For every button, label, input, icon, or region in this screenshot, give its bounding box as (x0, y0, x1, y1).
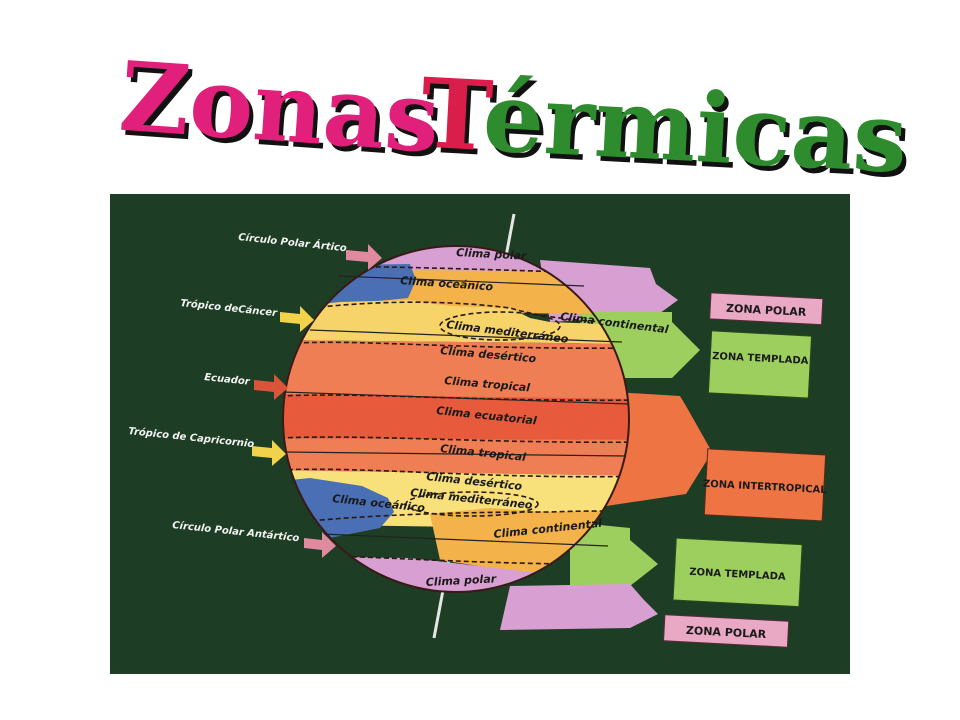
zone-box-polar-north: ZONA POLAR (709, 292, 824, 326)
line-tropic-cancer (309, 329, 623, 343)
band-equatorial (283, 394, 629, 440)
zone-box-intertropical: ZONA INTERTROPICAL (703, 448, 828, 522)
title-word1: Zonas (116, 40, 443, 175)
arrow-tropic-capricorn (252, 440, 286, 466)
page-title: Zonas Térmicas Zonas Térmicas (116, 40, 914, 178)
zone-boxes: ZONA POLAR ZONA TEMPLADA ZONA INTERTROPI… (663, 292, 828, 648)
zone-label: ZONA POLAR (726, 302, 807, 319)
title-word1-shadow: Zonas (120, 45, 447, 178)
border-south-tropical (283, 468, 629, 478)
title-rest-shadow: érmicas (484, 65, 914, 178)
border-north-desert (283, 341, 629, 350)
arrow-polar-south (500, 584, 658, 630)
line-antarctic-circle (321, 533, 609, 547)
band-tropical-north (283, 340, 629, 404)
border-south-temperate (283, 509, 629, 525)
climate-zones-diagram: Clima polar Clima oceánico Clima contine… (110, 194, 850, 674)
latitude-lines (282, 275, 630, 547)
border-equatorial-south (283, 436, 629, 444)
arrow-equator (254, 374, 288, 400)
zone-box-temperate-north: ZONA TEMPLADA (707, 330, 813, 399)
border-mediterranean-south (405, 491, 539, 517)
zone-box-polar-south: ZONA POLAR (663, 614, 790, 648)
title-word2: Térmicas (418, 57, 910, 178)
line-equator (282, 391, 630, 405)
arrow-temperate-south (570, 522, 658, 592)
climate-label: Clima polar (456, 246, 528, 263)
arrow-tropic-cancer (280, 306, 314, 332)
line-arctic-circle (337, 275, 585, 287)
border-equatorial-north (283, 394, 629, 402)
globe-outline (282, 245, 630, 593)
zone-label: ZONA TEMPLADA (712, 351, 809, 367)
zone-label: ZONA POLAR (686, 624, 767, 641)
title-rest: érmicas (480, 60, 910, 178)
title-shadow: Zonas Térmicas (120, 45, 914, 178)
region-mediterranean-north (283, 300, 629, 344)
zone-label: ZONA TEMPLADA (689, 567, 786, 583)
arrow-arctic-circle (346, 244, 382, 270)
zone-label: ZONA TEMPLADA (712, 351, 809, 367)
arrow-antarctic-circle (304, 532, 336, 558)
zone-box-temperate-south: ZONA TEMPLADA (672, 537, 803, 608)
border-mediterranean-north (439, 311, 561, 341)
line-tropic-capricorn (285, 451, 627, 457)
band-tropical-south (283, 438, 629, 476)
climate-label: Clima polar (425, 572, 497, 589)
label-equator: Ecuador (204, 372, 252, 388)
